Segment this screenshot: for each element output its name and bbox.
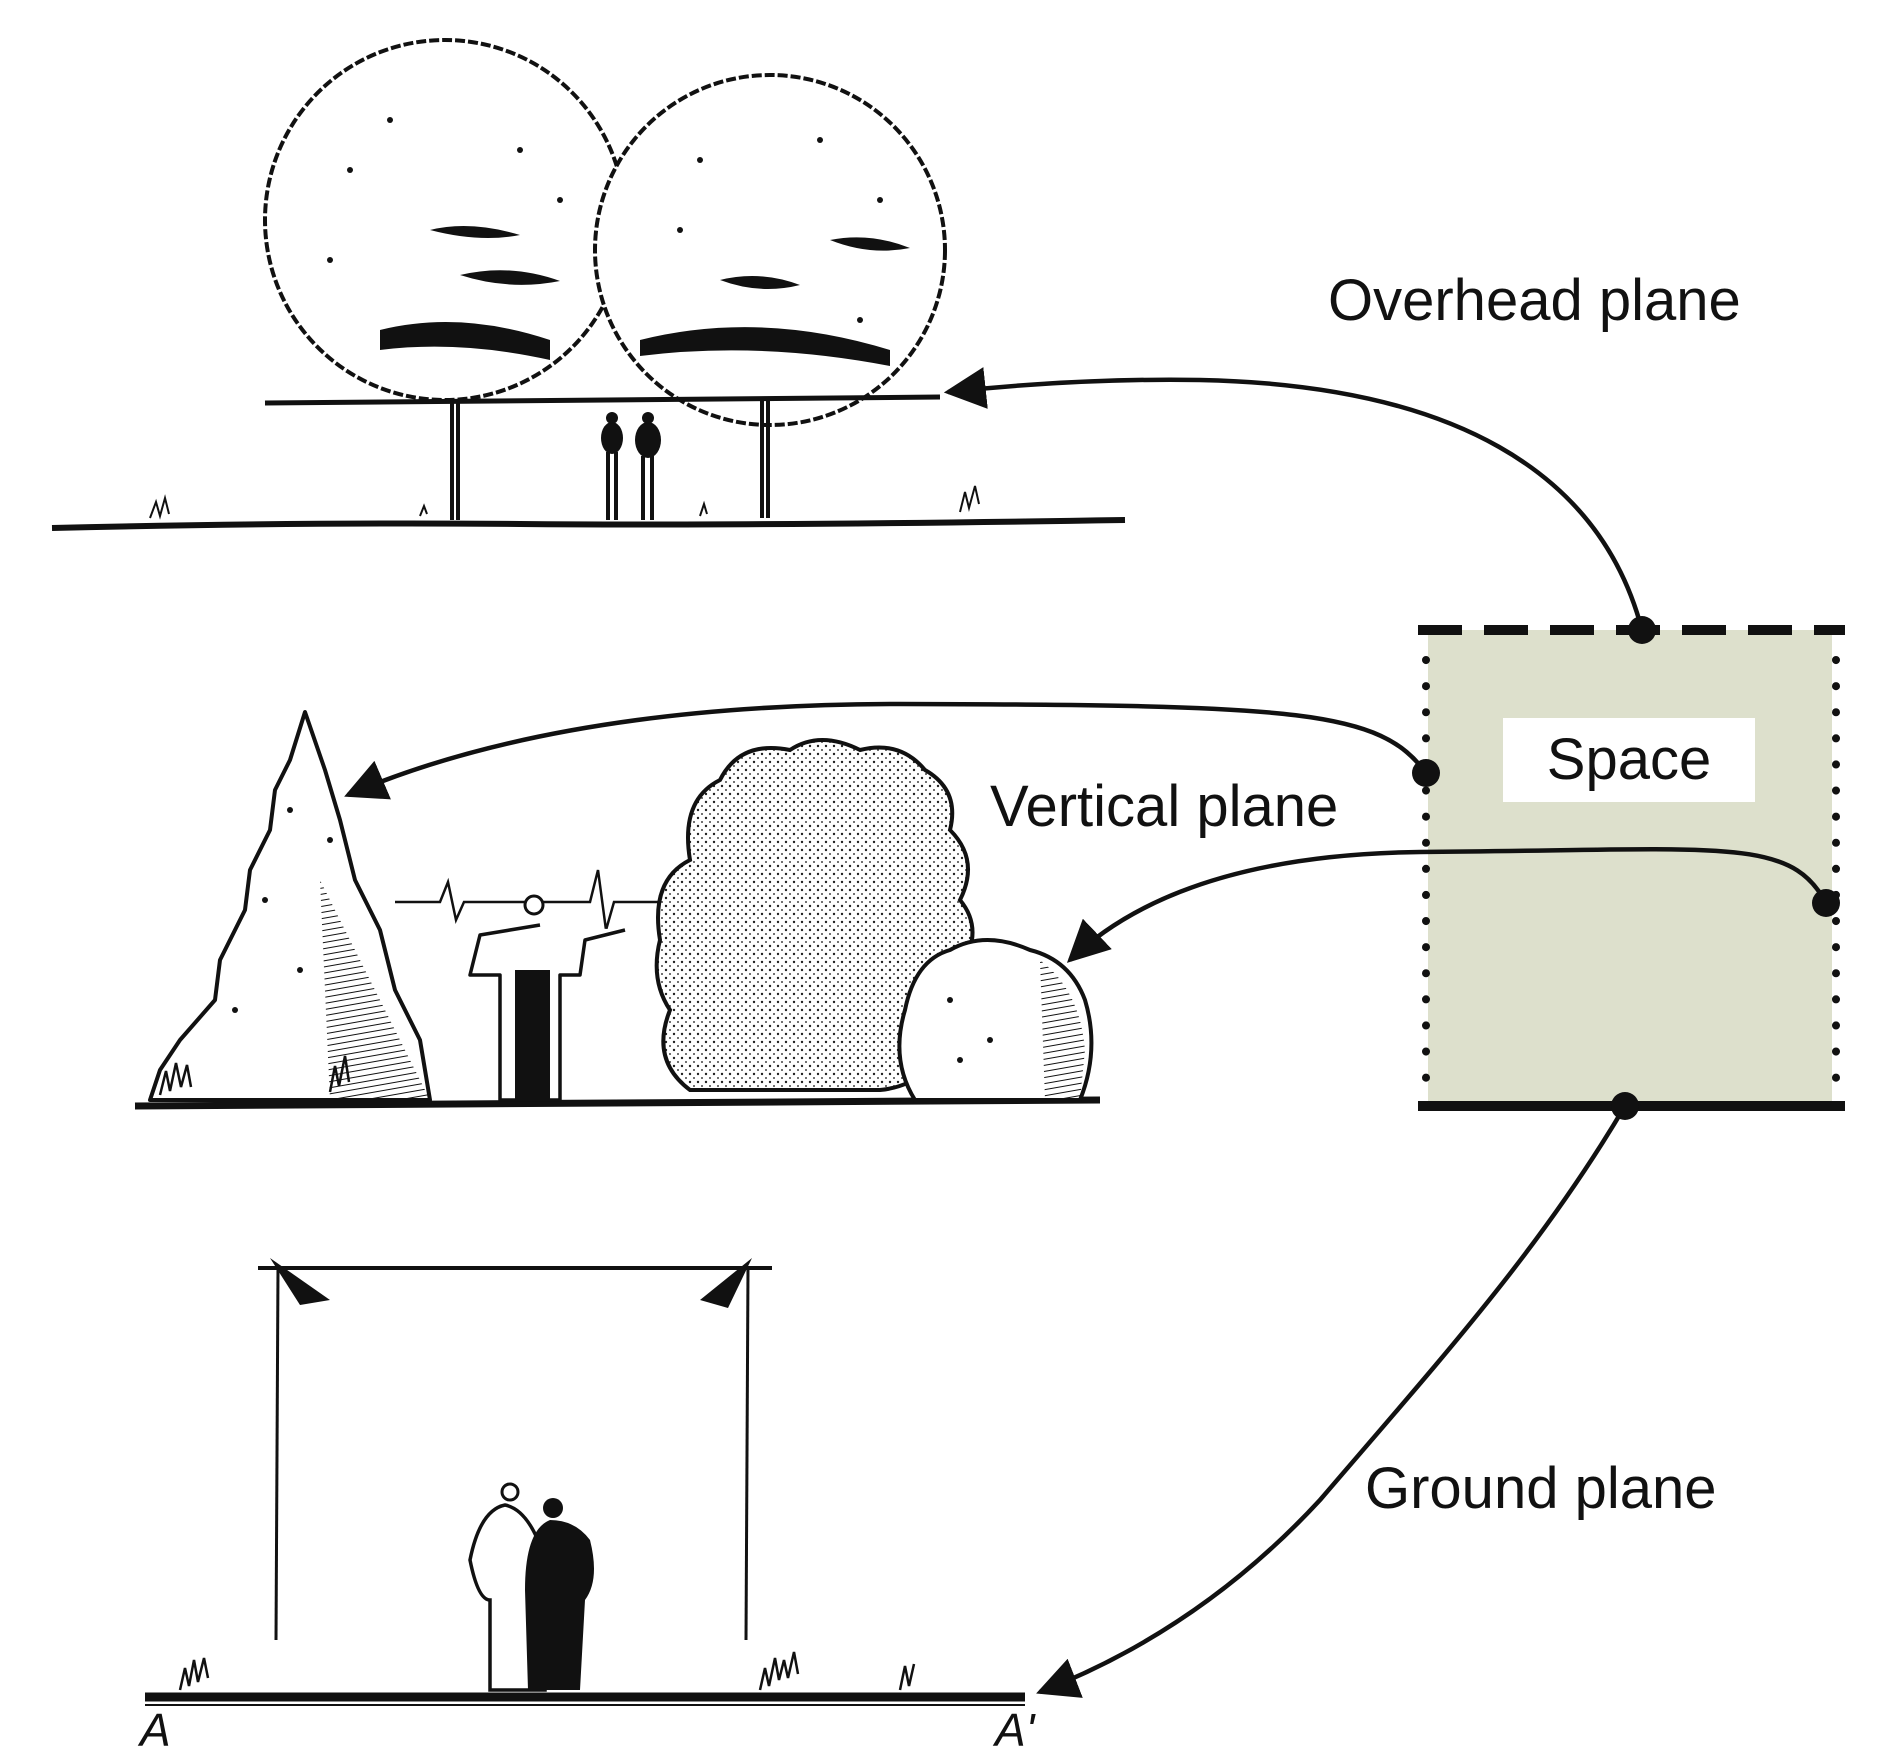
connectors xyxy=(344,367,1840,1698)
vertical-plane-label: Vertical plane xyxy=(990,774,1338,839)
ground-plane-label: Ground plane xyxy=(1365,1456,1716,1521)
section-start-label: A xyxy=(137,1704,171,1753)
ground-arrow xyxy=(1036,1104,1627,1698)
vertical-plane-sketch: conifer-and-shrubs-with-person-icon xyxy=(134,710,1101,1110)
overhead-plane-sketch: two-round-trees-with-canopy-icon xyxy=(51,38,1126,531)
space-fill xyxy=(1428,630,1832,1106)
vertical-arrow-right xyxy=(1066,846,1828,963)
space-label: Space xyxy=(1547,727,1711,792)
overhead-anchor-dot xyxy=(1628,616,1656,644)
ground-anchor-dot xyxy=(1611,1092,1639,1120)
ground-plane-sketch: open-ground-with-two-people-icon A A' xyxy=(137,1258,1037,1753)
space-label-box xyxy=(1503,718,1755,802)
vertical-arrow-left xyxy=(344,701,1428,800)
vertical-anchor-dot-right xyxy=(1812,889,1840,917)
section-end-label: A' xyxy=(992,1704,1037,1753)
space-box: Space xyxy=(1418,625,1845,1111)
overhead-plane-label: Overhead plane xyxy=(1328,268,1741,333)
overhead-arrow xyxy=(943,367,1645,631)
vertical-anchor-dot-left xyxy=(1412,759,1440,787)
